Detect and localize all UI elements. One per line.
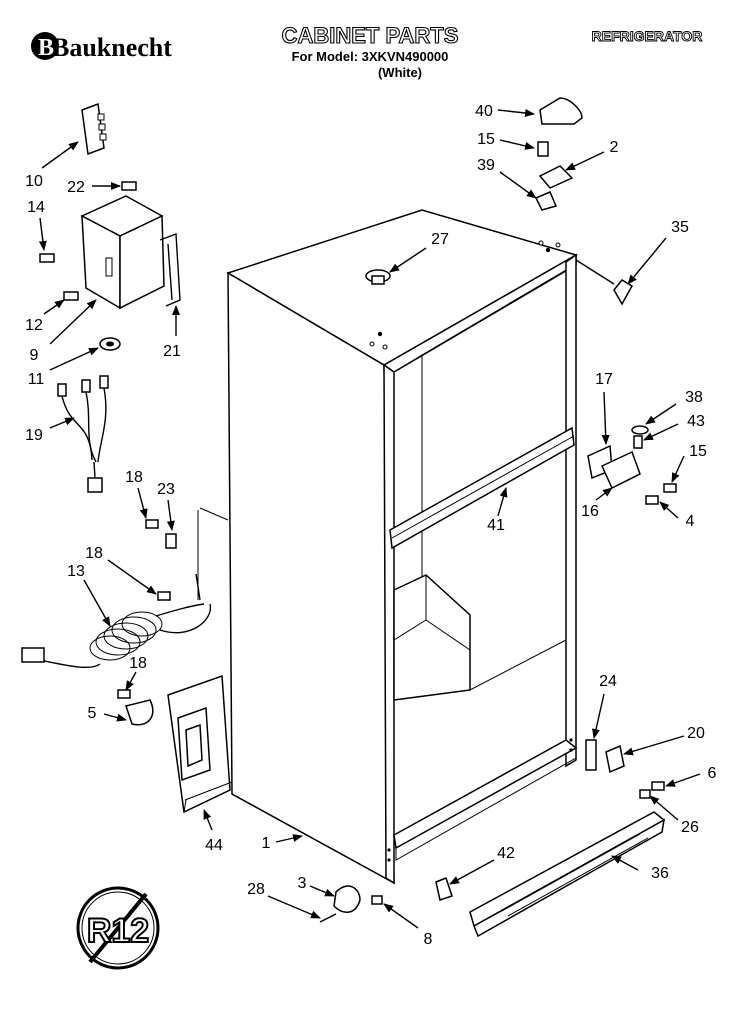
- callout-label: 15: [477, 131, 495, 148]
- clip-23: [165, 533, 177, 549]
- bracket: [585, 739, 597, 771]
- callout-label: 14: [27, 199, 45, 216]
- callout-label: 17: [595, 371, 613, 388]
- control-box: [80, 195, 181, 310]
- model-line: For Model: 3XKVN490000: [292, 49, 449, 64]
- hinge-cover: [539, 97, 583, 125]
- screw-26: [639, 789, 651, 799]
- callout-label: 22: [67, 179, 85, 196]
- badge-text: R12: [87, 912, 149, 950]
- callout-label: 4: [686, 513, 695, 530]
- callout-label: 36: [651, 865, 669, 882]
- callout-label: 44: [205, 837, 223, 854]
- screw: [371, 895, 383, 905]
- callout-label: 19: [25, 427, 43, 444]
- screw-22: [121, 181, 137, 191]
- callout-label: 12: [25, 317, 43, 334]
- bottom-hinge: [605, 744, 625, 774]
- callout-label: 23: [157, 481, 175, 498]
- callout-label: 3: [298, 875, 307, 892]
- relay-part: [81, 102, 107, 156]
- callout-label: 40: [475, 103, 493, 120]
- screw-15-top: [537, 141, 549, 157]
- callout-label: 21: [163, 343, 181, 360]
- clamp: [125, 699, 154, 726]
- callout-label: 2: [610, 139, 619, 156]
- clip: [435, 877, 453, 901]
- callout-label: 39: [477, 157, 495, 174]
- model-variant: (White): [378, 65, 422, 80]
- toe-grille: [469, 811, 666, 938]
- cabinet: [226, 209, 578, 885]
- callout-label: 15: [689, 443, 707, 460]
- callout-label: 18: [129, 655, 147, 672]
- shim-39: [534, 191, 558, 211]
- callout-label: 38: [685, 389, 703, 406]
- brand-logo: B Bauknecht: [31, 32, 172, 62]
- screw-14: [39, 253, 55, 263]
- callout-label: 35: [671, 219, 689, 236]
- screw-18c: [117, 689, 131, 699]
- hinge-2: [538, 165, 574, 189]
- callout-label: 18: [85, 545, 103, 562]
- callout-label: 11: [28, 371, 45, 388]
- hinge-cover-35: [613, 279, 634, 306]
- screw-12: [63, 291, 79, 301]
- screw-18b: [157, 591, 171, 601]
- callout-label: 6: [708, 765, 717, 782]
- callout-label: 8: [424, 931, 433, 948]
- brand-name: Bauknecht: [52, 33, 172, 62]
- callout-label: 42: [497, 845, 515, 862]
- callout-label: 28: [247, 881, 265, 898]
- callout-label: 13: [67, 563, 85, 580]
- callout-label: 5: [88, 705, 97, 722]
- svg-text:B: B: [38, 35, 54, 61]
- callout-label: 26: [681, 819, 699, 836]
- callout-label: 43: [687, 413, 705, 430]
- callout-label: 20: [687, 725, 705, 742]
- callout-labels: 40 15 2 39 35 27 10 22 14 12 9 21 11 19 …: [25, 103, 716, 948]
- callout-label: 27: [431, 231, 449, 248]
- callout-label: 18: [125, 469, 143, 486]
- top-hinge-assembly: [587, 425, 677, 505]
- refrigerant-badge: R12: [76, 886, 160, 970]
- mounting-plate: [167, 674, 233, 814]
- leader-lines: [38, 109, 701, 929]
- power-cord: [21, 573, 212, 669]
- screw-6: [651, 781, 665, 791]
- page-title: CABINET PARTS: [282, 23, 459, 48]
- callout-label: 9: [30, 347, 39, 364]
- callout-label: 24: [599, 673, 617, 690]
- wire-harness: [57, 375, 109, 493]
- back-edge: [199, 507, 229, 521]
- callout-label: 16: [581, 503, 599, 520]
- callout-label: 41: [487, 517, 505, 534]
- callout-label: 1: [262, 835, 271, 852]
- valve: [333, 885, 361, 913]
- callout-label: 10: [25, 173, 43, 190]
- screw-18a: [145, 519, 159, 529]
- category-label: REFRIGERATOR: [592, 28, 703, 44]
